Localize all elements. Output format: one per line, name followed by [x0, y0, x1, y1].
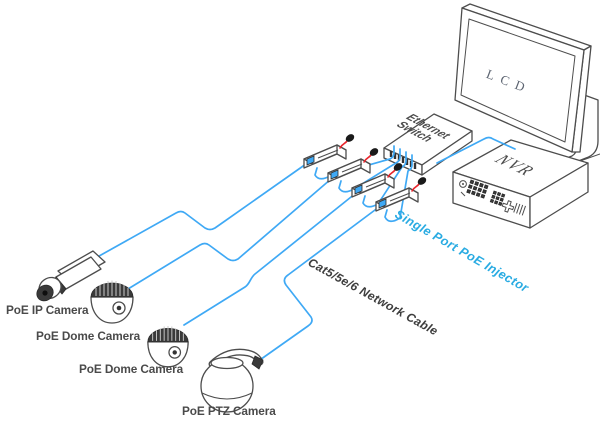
monitor-bezel	[454, 7, 585, 153]
injector-power-cord	[387, 169, 396, 178]
dome-camera-1-label: PoE Dome Camera	[36, 329, 141, 343]
ptz-dome-seam	[201, 392, 253, 400]
nvr-vents	[513, 202, 526, 216]
injector-power-cord	[411, 183, 420, 192]
poe-ptz-camera	[200, 348, 264, 413]
injector-power-cord	[339, 140, 348, 149]
nvr-power-button	[459, 180, 467, 188]
network-cables	[91, 136, 516, 363]
lcd-monitor: LCD	[454, 3, 600, 182]
power-plug	[393, 163, 403, 171]
dome-body	[90, 296, 134, 324]
nvr-key-slot	[460, 191, 466, 197]
nvr-button-grid-1	[466, 179, 489, 199]
cable-dome1-to-injector2	[127, 178, 332, 290]
cable-ipcam-to-injector1	[91, 163, 307, 261]
poe-injector-4	[375, 177, 427, 212]
injector-port	[354, 184, 363, 195]
injector-port	[330, 169, 339, 180]
dome-camera-2-label: PoE Dome Camera	[79, 362, 184, 376]
power-plug	[417, 177, 427, 185]
poe-injector-1	[303, 134, 355, 169]
poe-dome-camera-2	[147, 325, 189, 368]
poe-dome-camera-1	[90, 280, 134, 324]
poe-injectors	[303, 134, 427, 212]
dome-cap-ribs	[95, 280, 129, 296]
monitor-screen	[460, 18, 576, 143]
cable-note: Cat5/5e/6 Network Cable	[306, 255, 441, 338]
nvr-front-panel	[459, 179, 526, 216]
bullet-lens-pupil	[42, 290, 48, 296]
nvr-right-face	[529, 162, 589, 229]
ip-camera-label: PoE IP Camera	[6, 303, 89, 317]
poe-injector-3	[351, 163, 403, 198]
poe-ip-camera	[36, 250, 106, 302]
ptz-camera-label: PoE PTZ Camera	[182, 404, 276, 418]
cable-switch-to-nvr	[436, 136, 516, 164]
nvr-button-grid-2	[489, 190, 506, 206]
nvr-dpad	[501, 200, 515, 213]
nvr-power-dot	[462, 183, 464, 185]
ptz-dome-cap	[210, 356, 244, 370]
ptz-arm-tip	[251, 355, 264, 370]
dome-lens-pupil	[172, 350, 177, 355]
poe-injector-2	[327, 148, 379, 183]
dome-cap-ribs	[152, 325, 184, 341]
switch-ports	[389, 151, 417, 169]
injector-power-cord	[363, 154, 372, 163]
cable-note-group: Cat5/5e/6 Network Cable	[306, 255, 441, 338]
power-plug	[369, 148, 379, 156]
dome-lens-pupil	[116, 305, 122, 311]
switch-right-face	[421, 130, 473, 176]
nvr: NVR	[452, 139, 589, 229]
cable-dome2-to-injector3	[183, 192, 357, 326]
injector-port	[306, 155, 315, 166]
power-plug	[345, 134, 355, 142]
injector-port	[378, 198, 387, 209]
cable-switch-to-injector2	[338, 148, 401, 193]
cable-ptz-to-injector4	[256, 206, 380, 363]
